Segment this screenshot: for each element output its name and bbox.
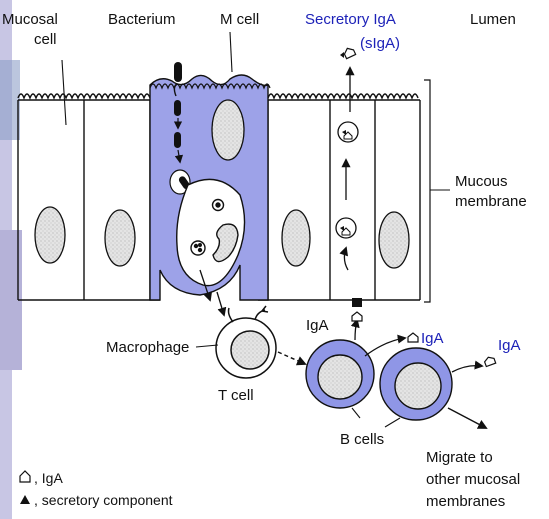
iga-molecule-basal (352, 312, 362, 321)
t-cell (216, 306, 276, 378)
label-mucous-1: Mucous (455, 173, 508, 190)
phagosome-2 (191, 241, 205, 255)
label-migrate-1: Migrate to (426, 449, 493, 466)
iga-molecule-1 (408, 333, 418, 342)
label-bacterium: Bacterium (108, 11, 176, 28)
label-macrophage: Macrophage (106, 339, 189, 356)
nucleus-cell-1 (35, 207, 65, 263)
label-t-cell: T cell (218, 387, 254, 404)
nucleus-cell-6 (379, 212, 409, 268)
left-background (0, 0, 22, 519)
b-cell-1 (306, 340, 374, 408)
nucleus-cell-2 (105, 210, 135, 266)
legend-iga-icon (20, 471, 30, 482)
nucleus-m-cell (212, 100, 244, 160)
microvilli-left (18, 94, 150, 98)
bacterium (174, 62, 182, 82)
label-migrate-2: other mucosal (426, 471, 520, 488)
legend-secretory-text: , secretory component (34, 492, 173, 508)
siga-molecule (343, 46, 356, 58)
label-lumen: Lumen (470, 11, 516, 28)
label-iga-near-cells: IgA (306, 317, 329, 334)
legend: , IgA , secretory component (20, 470, 173, 508)
b-cell-2 (380, 348, 452, 420)
label-mucosal-cell-1: Mucosal (2, 11, 58, 28)
transcytosis (336, 46, 358, 270)
microvilli-right (268, 94, 418, 98)
mucous-membrane-bracket (424, 80, 430, 302)
label-siga: (sIgA) (360, 35, 400, 52)
secretory-component-receptor (352, 298, 362, 307)
label-mucous-2: membrane (455, 193, 527, 210)
label-mucosal-cell-2: cell (34, 31, 57, 48)
iga-molecule-2 (484, 356, 496, 367)
legend-secretory-icon (20, 495, 30, 504)
nucleus-cell-4 (282, 210, 310, 266)
legend-iga-text: , IgA (34, 470, 63, 486)
label-b-cells: B cells (340, 431, 384, 448)
label-m-cell: M cell (220, 11, 259, 28)
label-iga-blue-1: IgA (421, 330, 444, 347)
label-migrate-3: membranes (426, 493, 505, 510)
label-iga-blue-2: IgA (498, 337, 521, 354)
label-secretory-iga: Secretory IgA (305, 11, 396, 28)
